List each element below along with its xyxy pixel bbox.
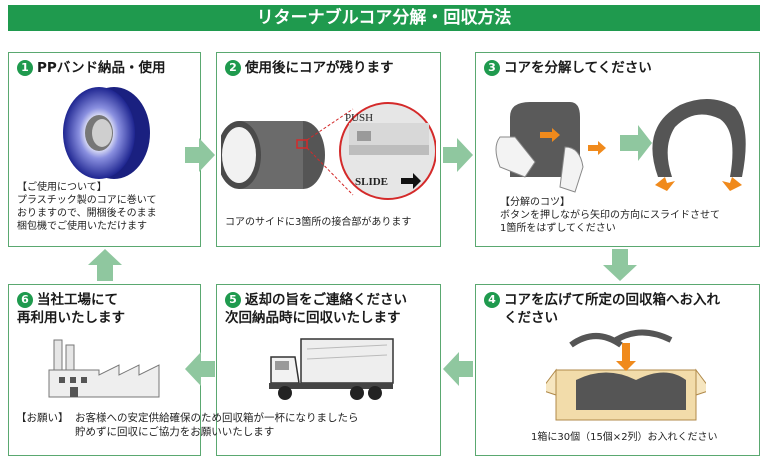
arrow-down-3-to-4 (603, 249, 637, 281)
step-3-number: 3 (484, 60, 500, 76)
step-1-note-line-1: プラスチック製のコアに巻いて (17, 195, 157, 206)
step-2-number: 2 (225, 60, 241, 76)
step-1-number: 1 (17, 60, 33, 76)
step-1-note-line-3: 梱包機でご使用いただけます (17, 221, 147, 232)
step-6-title-line-2: 再利用いたします (17, 310, 125, 326)
step-1-note-line-2: おりますので、開梱後そのまま (17, 208, 157, 219)
step-4-note: 1箱に30個（15個×2列）お入れください (531, 432, 718, 443)
arrow-right-2-to-3 (443, 138, 473, 172)
step-2-note: コアのサイドに3箇所の接合部があります (225, 217, 412, 228)
factory-icon (48, 339, 160, 398)
step-4-number: 4 (484, 292, 500, 308)
step-5-number: 5 (225, 292, 241, 308)
step-1-note-head: 【ご使用について】 (17, 182, 107, 193)
arrow-right-1-to-2 (185, 138, 215, 172)
request-line-2: 貯めずに回収にご協力をお願いいたします (75, 426, 275, 438)
push-label: PUSH (345, 112, 374, 124)
collection-box-illustration (546, 329, 706, 421)
band-roll-illustration (63, 87, 150, 179)
step-3-note-head: 【分解のコツ】 (500, 197, 570, 208)
step-3-title: コアを分解してください (504, 60, 652, 76)
step-5-title-line-2: 次回納品時に回収いたします (225, 310, 401, 326)
step-6-number: 6 (17, 292, 33, 308)
step-6-title-line-1: 当社工場にて (37, 292, 118, 308)
slide-label: SLIDE (355, 176, 389, 188)
arrow-left-4-to-5 (443, 352, 473, 386)
request-label: 【お願い】 (16, 412, 69, 424)
page-title: リターナブルコア分解・回収方法 (8, 5, 760, 31)
step-3-note-line-1: ボタンを押しながら矢印の方向にスライドさせて (500, 210, 720, 221)
step-5-title-line-1: 返却の旨をご連絡ください (245, 292, 407, 308)
arrow-left-5-to-6 (185, 352, 215, 386)
step-4-title-line-1: コアを広げて所定の回収箱へお入れ (504, 292, 720, 308)
leftover-core-illustration (221, 102, 436, 200)
step-3-note-line-2: 1箇所をはずしてください (500, 223, 616, 234)
request-line-1: お客様への安定供給確保のため回収箱が一杯になりましたら (75, 412, 359, 424)
truck-icon (269, 338, 394, 400)
arrow-up-6-to-1 (88, 249, 122, 281)
step-1-title: PPバンド納品・使用 (37, 60, 166, 76)
step-2-title: 使用後にコアが残ります (245, 60, 394, 76)
step-4-title-line-2: ください (504, 310, 558, 326)
disassemble-core-illustration (495, 98, 746, 193)
